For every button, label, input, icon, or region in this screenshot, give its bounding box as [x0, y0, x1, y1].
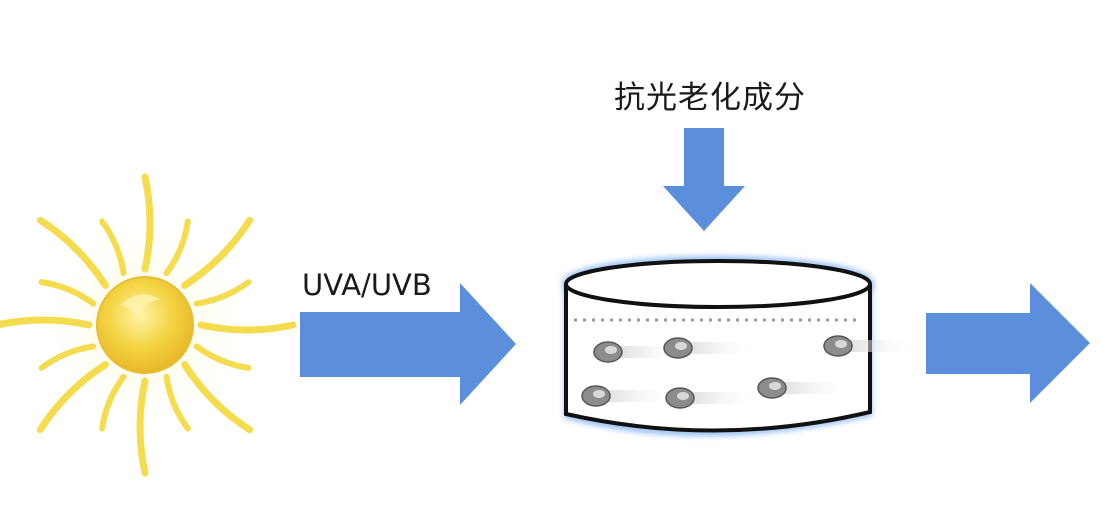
ingredient-label: 抗光老化成分 [614, 80, 806, 116]
sun-ray [36, 361, 109, 434]
output-arrow [926, 283, 1090, 403]
uv-label: UVA/UVB [302, 268, 432, 302]
particle-trail [596, 390, 676, 402]
particle-trail [680, 392, 760, 404]
sun-ray [99, 218, 127, 277]
particle-highlight [677, 392, 689, 400]
cylinder-dish-icon [562, 256, 918, 436]
sun-ray [181, 361, 254, 434]
particle-trail [678, 342, 758, 354]
particle-trail [838, 340, 918, 352]
sun-ray [38, 343, 97, 371]
sun-ray [36, 216, 109, 289]
uv-arrow [300, 283, 516, 405]
sun-ray [163, 218, 191, 277]
particle-highlight [675, 342, 687, 350]
sun-ray [141, 173, 154, 273]
sun-ray [181, 216, 254, 289]
particle-trail [772, 382, 852, 394]
sun-ray [163, 373, 191, 432]
sun-ray [197, 321, 297, 334]
sun-ray [193, 343, 252, 371]
sun-ray [136, 377, 149, 477]
sun-ray [0, 316, 93, 329]
sun-ray [193, 279, 252, 307]
sun-rays [0, 173, 297, 477]
sun-ray [99, 373, 127, 432]
sun-ray [38, 279, 97, 307]
particle-highlight [769, 382, 781, 390]
particle-highlight [593, 390, 605, 398]
ingredient-down-arrow [663, 128, 745, 231]
sun-icon [0, 173, 297, 477]
particle-highlight [605, 346, 617, 354]
particle-highlight [835, 340, 847, 348]
particle-group [581, 335, 918, 409]
